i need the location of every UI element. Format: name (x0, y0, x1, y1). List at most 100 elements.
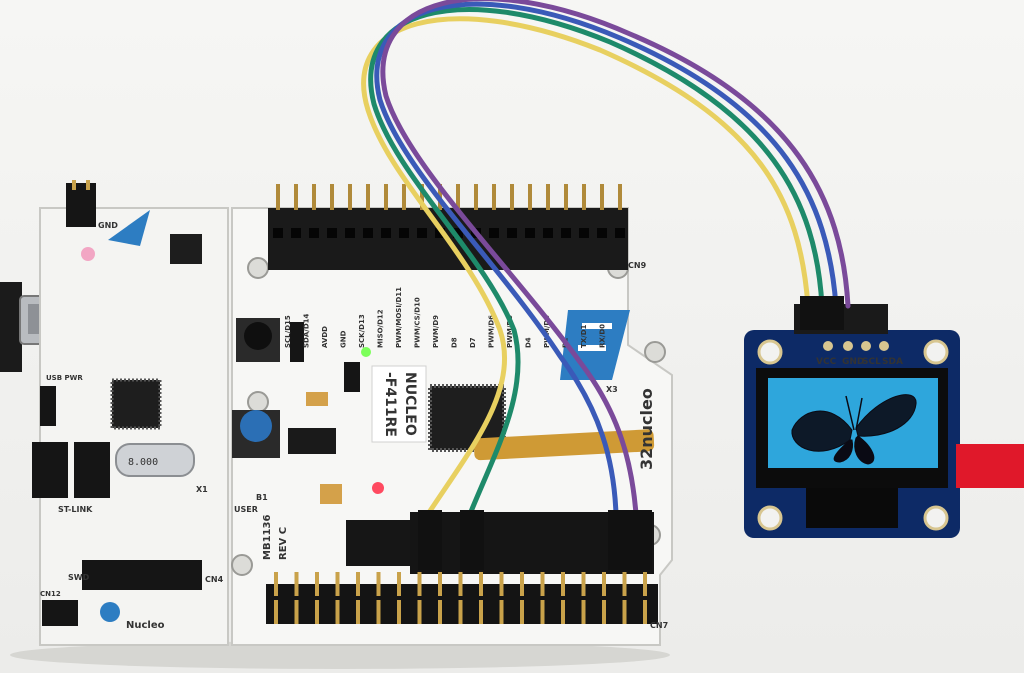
header-pin (582, 184, 586, 210)
morpho-pin (602, 572, 606, 596)
tantalum-cap-1 (306, 392, 328, 406)
oled-hole-bl (757, 505, 783, 531)
x1-label: X1 (196, 485, 208, 494)
tantalum-cap-2 (320, 484, 342, 504)
crystal-marking: 8.000 (128, 457, 158, 468)
morpho-pin (294, 600, 299, 624)
led-ld3 (372, 482, 384, 494)
gnd-label: GND (98, 221, 118, 230)
chip-label-line2: -F411RE (382, 372, 398, 437)
cn12-header (42, 600, 78, 626)
jumper-wires (361, 0, 851, 517)
header-pin-label: SCK/D13 (358, 314, 366, 348)
jumper-jp5 (290, 322, 304, 362)
header-socket (597, 228, 607, 238)
header-socket (561, 228, 571, 238)
morpho-pin (643, 600, 647, 624)
crystal-x1 (115, 443, 195, 477)
header-socket (309, 228, 319, 238)
rev-label-group: REV C (278, 527, 289, 560)
mb-label-group: MB1136 (262, 515, 273, 560)
user-button (240, 410, 272, 442)
header-socket (453, 228, 463, 238)
cn12-label: CN12 (40, 590, 61, 598)
header-socket (507, 228, 517, 238)
header-pin (456, 184, 460, 210)
header-pin-label: PWM/D9 (432, 315, 440, 348)
x3-label: X3 (606, 385, 618, 394)
header-pin (348, 184, 352, 210)
morpho-pin (294, 572, 299, 596)
header-socket (381, 228, 391, 238)
header-pin (276, 184, 280, 210)
morpho-pin (335, 572, 340, 596)
cn7-label: CN7 (650, 621, 668, 630)
morpho-pin (458, 600, 463, 624)
morpho-pin (376, 600, 381, 624)
led-ld1 (81, 247, 95, 261)
morpho-pin (499, 572, 504, 596)
header-pin (510, 184, 514, 210)
morpho-pin (458, 572, 463, 596)
cn9-label: CN9 (628, 261, 647, 270)
header-pin-label: SCL/D15 (284, 315, 292, 348)
chip-label-sticker: NUCLEO -F411RE (371, 365, 427, 443)
morpho-pin (540, 600, 545, 624)
header-pin-label: TX/D1 (580, 324, 588, 348)
user-label: USER (234, 505, 258, 514)
header-socket (615, 228, 625, 238)
morpho-pin (622, 600, 627, 624)
header-pin-label: SDA/D14 (303, 313, 311, 348)
brand-text-group: 32nucleo (637, 388, 656, 470)
led-ld2 (361, 347, 371, 357)
header-pin (384, 184, 388, 210)
nucleo-logo-icon (100, 602, 120, 622)
header-socket (327, 228, 337, 238)
header-pin (546, 184, 550, 210)
stlink-label: ST-LINK (58, 505, 93, 514)
header-pin (402, 184, 406, 210)
eeprom-ic (170, 234, 202, 264)
chip-label-line1: NUCLEO (402, 372, 418, 436)
morpho-pin (397, 572, 401, 596)
oled-pin-scl: SCL (862, 357, 881, 367)
header-socket (345, 228, 355, 238)
header-pin-label: D7 (469, 337, 477, 348)
morpho-pin (561, 572, 565, 596)
morpho-pin (438, 600, 442, 624)
morpho-pin (335, 600, 340, 624)
brand-text: 32nucleo (637, 388, 656, 470)
oled-module: VCC GND SCL SDA (744, 330, 960, 538)
header-socket (291, 228, 301, 238)
jumper-jp6 (344, 362, 360, 392)
morpho-pin (274, 600, 278, 624)
small-female-header (346, 520, 412, 566)
wire-housing-oled-1 (800, 296, 822, 330)
cn4-label: CN4 (205, 575, 224, 584)
rev-label: REV C (278, 527, 289, 560)
morpho-pin (315, 600, 319, 624)
header-socket (399, 228, 409, 238)
header-pin-label: D4 (525, 337, 533, 348)
board-shadow (10, 641, 670, 669)
oled-pin-sda: SDA (882, 357, 903, 367)
oled-ribbon (806, 488, 898, 528)
butterfly-image (791, 394, 917, 465)
wire-housing-4 (630, 510, 652, 570)
morpho-pin (561, 600, 565, 624)
morpho-pin-header (266, 572, 658, 624)
morpho-pin (417, 572, 422, 596)
usb-pwr-jumper (40, 386, 56, 426)
voltage-regulator (288, 428, 336, 454)
header-pin-label: GND (340, 330, 348, 348)
st-logo-small (108, 210, 150, 246)
header-pin (294, 184, 298, 210)
swd-header (82, 560, 202, 590)
swd-label: SWD (68, 573, 90, 582)
header-pin-label: PWM/D3 (543, 315, 551, 348)
morpho-pin (581, 572, 586, 596)
morpho-pin (499, 600, 504, 624)
header-pin (528, 184, 532, 210)
